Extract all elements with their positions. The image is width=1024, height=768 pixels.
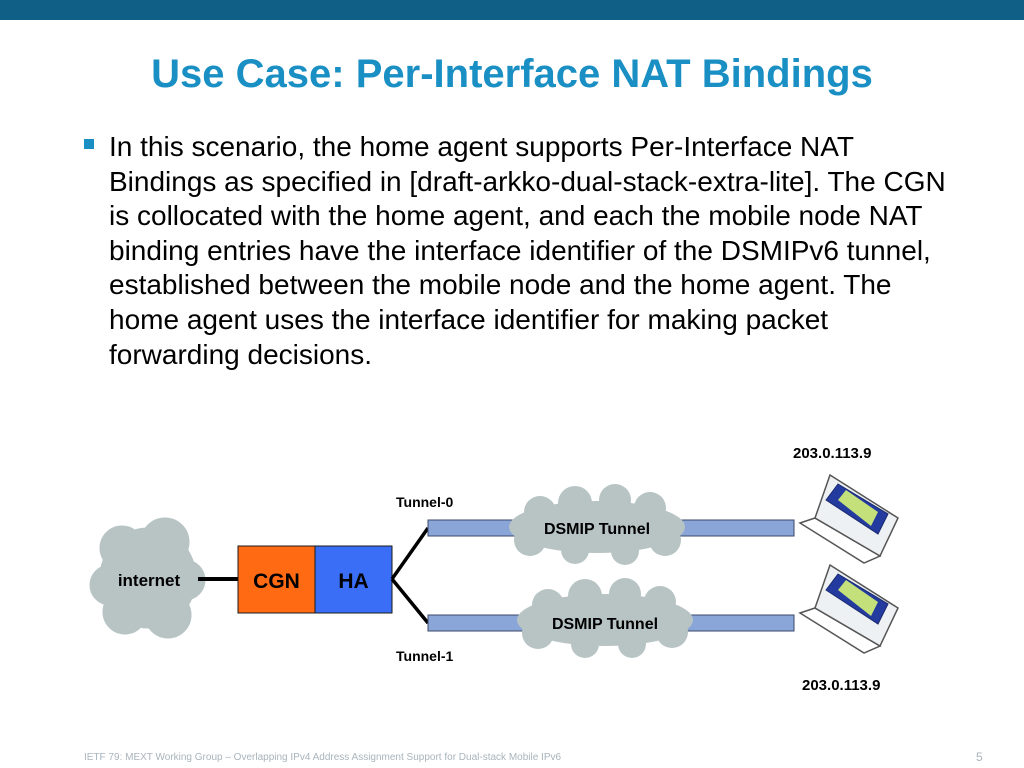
bullet-marker-icon xyxy=(84,139,94,149)
fork-line-bottom xyxy=(390,577,430,625)
cgn-label: CGN xyxy=(253,570,300,593)
bullet-text: In this scenario, the home agent support… xyxy=(109,131,946,370)
tunnel-bottom-label: DSMIP Tunnel xyxy=(552,616,658,633)
tunnel-top-label: DSMIP Tunnel xyxy=(544,521,650,538)
ha-label: HA xyxy=(338,570,368,593)
laptop-icon-bottom xyxy=(798,563,899,654)
tunnel0-label: Tunnel-0 xyxy=(396,494,454,510)
dsmip-tunnel-cloud-bottom: DSMIP Tunnel xyxy=(517,578,693,658)
ip-label-bottom: 203.0.113.9 xyxy=(802,677,880,694)
fork-line-top xyxy=(390,526,430,581)
page-number: 5 xyxy=(976,750,983,764)
header-bar xyxy=(0,0,1024,20)
ha-box xyxy=(314,545,393,614)
ip-label-top: 203.0.113.9 xyxy=(793,445,871,462)
internet-cloud: internet xyxy=(89,517,206,639)
laptop-icon-top xyxy=(798,473,899,564)
footer-text: IETF 79: MEXT Working Group – Overlappin… xyxy=(84,752,562,763)
tunnel1-label: Tunnel-1 xyxy=(396,648,454,664)
slide-title: Use Case: Per-Interface NAT Bindings xyxy=(151,52,873,96)
dsmip-tunnel-cloud-top: DSMIP Tunnel xyxy=(509,484,685,565)
internet-label: internet xyxy=(118,571,181,590)
cgn-box xyxy=(237,545,316,614)
